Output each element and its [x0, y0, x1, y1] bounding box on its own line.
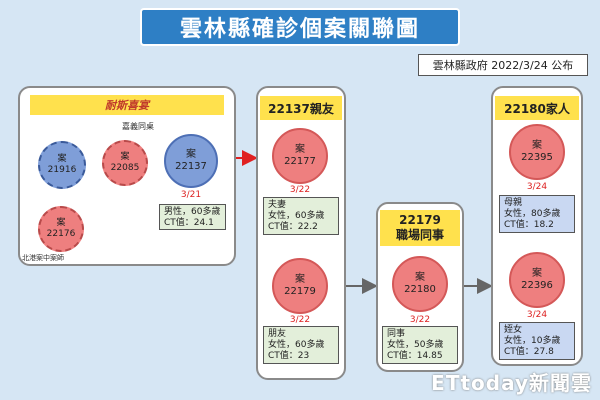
panel1-sub-label: 嘉義同桌: [122, 122, 154, 131]
case-22396: 案 22396: [509, 252, 565, 308]
case-22137: 案 22137: [164, 134, 218, 188]
ettoday-watermark-logo: ETtoday新聞雲: [431, 371, 592, 395]
panel2-header: 22137親友: [260, 96, 342, 120]
case-22396-date: 3/24: [526, 310, 548, 320]
case-21916-prefix: 案: [57, 154, 67, 164]
case-22179-info-line1: 朋友: [268, 329, 287, 339]
panel3-header-line2: 職場同事: [395, 228, 444, 242]
case-22179: 案 22179: [272, 258, 328, 314]
case-22177-info: 夫妻 女性，60多歲 CT值：22.2: [263, 197, 339, 235]
panel1-location-label: 北港案中案師: [22, 254, 64, 262]
case-22395-info-line2: 女性，80多歲: [504, 209, 561, 219]
case-22179-info-line3: CT值：23: [268, 351, 310, 361]
panel3-header: 22179 職場同事: [380, 210, 460, 246]
case-22177-info-line3: CT值：22.2: [268, 222, 318, 232]
case-22396-info-line1: 姪女: [504, 325, 523, 335]
case-22395: 案 22395: [509, 124, 565, 180]
case-22176-prefix: 案: [56, 218, 66, 228]
case-22180-date: 3/22: [409, 315, 431, 325]
case-22395-prefix: 案: [532, 140, 542, 151]
case-22396-info-line2: 女性，10多歲: [504, 336, 561, 346]
case-22180-info-line3: CT值：14.85: [387, 351, 443, 361]
case-22179-prefix: 案: [295, 274, 305, 285]
panel3-header-line1: 22179: [399, 213, 441, 227]
case-22180-info: 同事 女性，50多歲 CT值：14.85: [382, 326, 458, 364]
case-22179-id: 22179: [284, 286, 316, 297]
case-22177-date: 3/22: [289, 185, 311, 195]
case-22137-info-line1: 男性，60多歲: [164, 207, 221, 217]
panel4-header: 22180家人: [495, 96, 579, 120]
case-22396-info-line3: CT值：27.8: [504, 347, 554, 357]
page-title: 雲林縣確診個案關聯圖: [140, 8, 460, 46]
case-22137-info-line2: CT值：24.1: [164, 218, 214, 228]
source-credit: 雲林縣政府 2022/3/24 公布: [418, 54, 588, 76]
case-22179-info: 朋友 女性，60多歲 CT值：23: [263, 326, 339, 364]
case-22180-info-line1: 同事: [387, 329, 406, 339]
case-21916-id: 21916: [47, 165, 77, 175]
case-22395-info: 母親 女性，80多歲 CT值：18.2: [499, 195, 575, 233]
case-21916: 案 21916: [38, 141, 86, 189]
case-22395-info-line1: 母親: [504, 198, 523, 208]
case-22177: 案 22177: [272, 128, 328, 184]
case-22137-date: 3/21: [180, 190, 202, 200]
case-22180-id: 22180: [404, 284, 436, 295]
case-22396-info: 姪女 女性，10多歲 CT值：27.8: [499, 322, 575, 360]
case-22177-info-line2: 女性，60多歲: [268, 211, 325, 221]
case-22177-prefix: 案: [295, 144, 305, 155]
panel1-header: 耐斯喜宴: [30, 95, 224, 115]
case-22395-id: 22395: [521, 152, 553, 163]
case-22177-info-line1: 夫妻: [268, 200, 287, 210]
case-22176: 案 22176: [38, 206, 84, 252]
case-22176-id: 22176: [46, 229, 76, 239]
case-22180: 案 22180: [392, 256, 448, 312]
case-22395-info-line3: CT值：18.2: [504, 220, 554, 230]
case-22395-date: 3/24: [526, 182, 548, 192]
case-22180-info-line2: 女性，50多歲: [387, 340, 444, 350]
case-22137-info: 男性，60多歲 CT值：24.1: [159, 204, 226, 230]
case-22137-prefix: 案: [186, 149, 196, 160]
case-22085-prefix: 案: [120, 152, 130, 162]
case-22179-date: 3/22: [289, 315, 311, 325]
case-22396-id: 22396: [521, 280, 553, 291]
case-22179-info-line2: 女性，60多歲: [268, 340, 325, 350]
case-22085-id: 22085: [110, 163, 140, 173]
case-22396-prefix: 案: [532, 268, 542, 279]
case-22137-id: 22137: [175, 161, 207, 172]
case-22085: 案 22085: [102, 140, 148, 186]
case-22177-id: 22177: [284, 156, 316, 167]
case-22180-prefix: 案: [415, 272, 425, 283]
